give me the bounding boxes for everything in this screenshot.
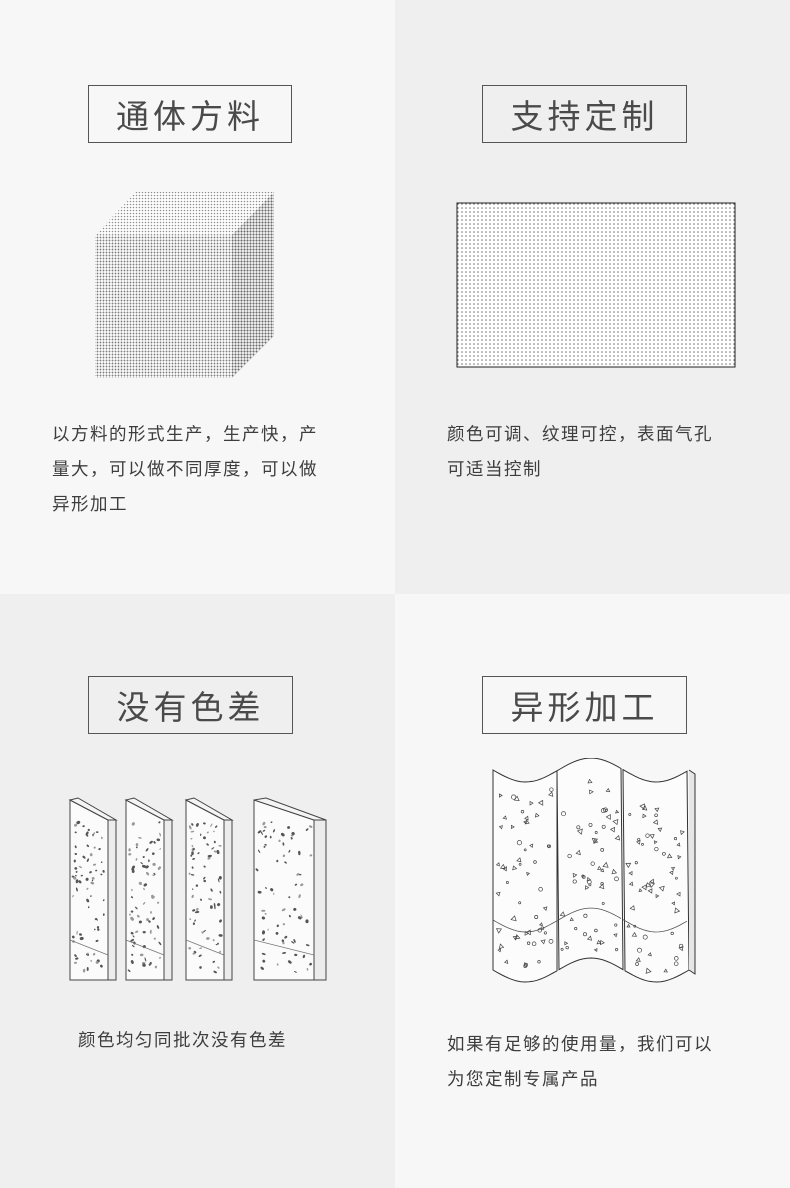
panel-title: 异形加工 xyxy=(482,676,687,734)
panel-title: 没有色差 xyxy=(88,676,293,734)
desc-line: 以方料的形式生产，生产快，产 xyxy=(52,425,318,445)
desc-line: 量大，可以做不同厚度，可以做 xyxy=(52,460,318,480)
dotted-panel-icon xyxy=(456,202,736,368)
desc-line: 可适当控制 xyxy=(447,460,542,480)
desc-line: 颜色均匀同批次没有色差 xyxy=(78,1031,287,1051)
panel-description: 以方料的形式生产，生产快，产 量大，可以做不同厚度，可以做 异形加工 xyxy=(52,418,372,523)
feature-panel-no-color-difference: 没有色差 颜色均匀同批次没有色差 xyxy=(0,594,395,1188)
desc-line: 异形加工 xyxy=(52,495,128,515)
speckled-slabs-icon xyxy=(68,797,327,981)
panel-description: 颜色均匀同批次没有色差 xyxy=(78,1024,378,1059)
desc-line: 如果有足够的使用量，我们可以 xyxy=(447,1035,713,1055)
desc-line: 为您定制专属产品 xyxy=(447,1070,599,1090)
panel-description: 如果有足够的使用量，我们可以 为您定制专属产品 xyxy=(447,1028,777,1098)
panel-title: 支持定制 xyxy=(482,85,687,143)
panel-title: 通体方料 xyxy=(88,85,292,143)
feature-panel-customizable: 支持定制 颜色可调、纹理可控，表面气孔 可适当控制 xyxy=(395,0,790,594)
feature-panel-solid-block: 通体方料 以方料的形式生产，生产快，产 xyxy=(0,0,395,594)
dotted-cube-icon xyxy=(95,192,274,378)
desc-line: 颜色可调、纹理可控，表面气孔 xyxy=(447,425,713,445)
feature-panel-special-shapes: 异形加工 如果有足够的使用量，我们可以 为您定制专属产品 xyxy=(395,594,790,1188)
panel-description: 颜色可调、纹理可控，表面气孔 可适当控制 xyxy=(447,418,777,488)
curved-wall-icon xyxy=(492,758,696,983)
